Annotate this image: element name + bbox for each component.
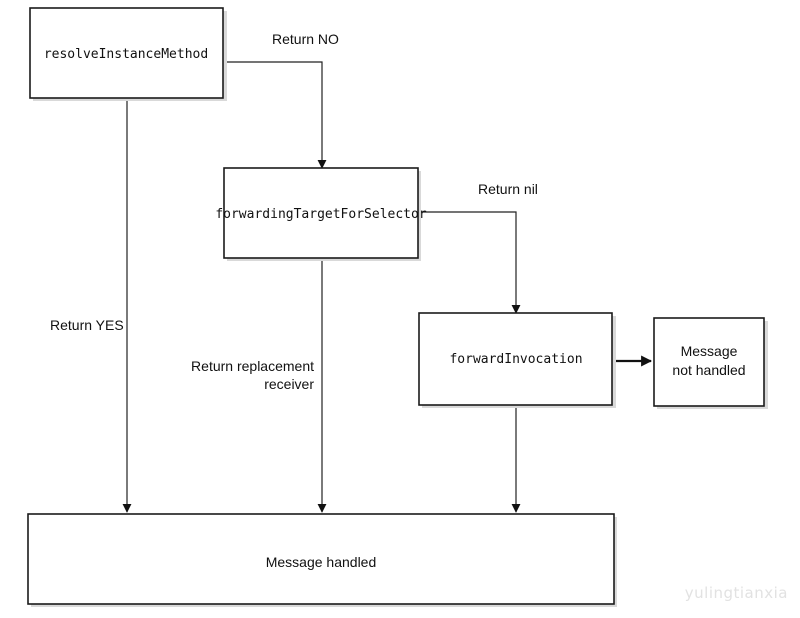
- edge-resolve-to-forwarding-target: [222, 61, 327, 169]
- node-label-message-not-handled-line-2: not handled: [672, 362, 745, 378]
- edge-label-return-no: Return NO: [272, 31, 339, 47]
- node-label-message-handled: Message handled: [266, 554, 377, 570]
- watermark-text: yulingtianxia: [685, 584, 788, 602]
- node-label-resolve-instance-method: resolveInstanceMethod: [44, 47, 208, 62]
- edge-label-return-replacement-line-1: Return replacement: [191, 358, 314, 374]
- node-message-handled: Message handled: [27, 513, 617, 607]
- edge-forwarding-target-to-forward-invocation: [418, 211, 521, 314]
- node-forward-invocation: forwardInvocation: [418, 312, 616, 408]
- node-resolve-instance-method: resolveInstanceMethod: [29, 7, 227, 101]
- node-message-not-handled: Message not handled: [653, 317, 768, 409]
- edge-label-return-replacement-line-2: receiver: [264, 376, 314, 392]
- node-label-forward-invocation: forwardInvocation: [449, 352, 582, 367]
- node-forwarding-target-for-selector: forwardingTargetForSelector: [215, 167, 427, 261]
- node-label-forwarding-target-for-selector: forwardingTargetForSelector: [215, 207, 426, 222]
- node-label-message-not-handled-line-1: Message: [681, 343, 738, 359]
- edge-label-return-yes: Return YES: [50, 317, 124, 333]
- edge-label-return-nil: Return nil: [478, 181, 538, 197]
